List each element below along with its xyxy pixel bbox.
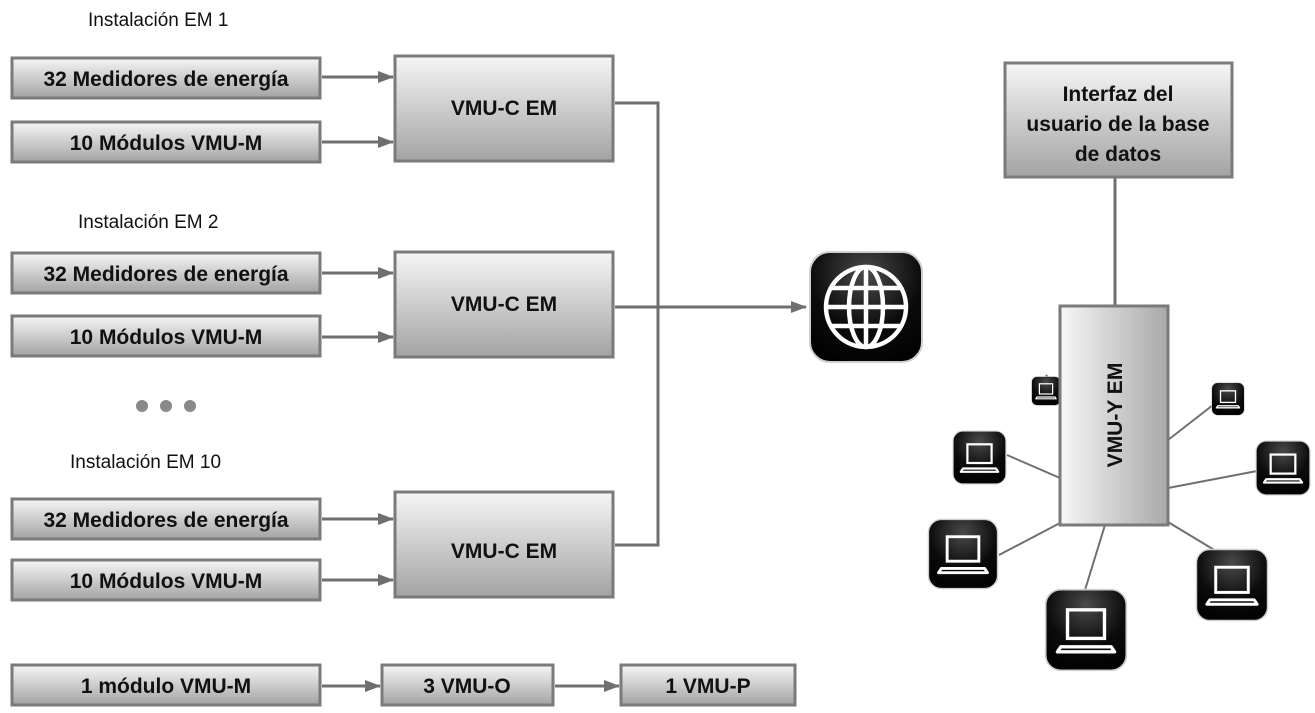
installation-title: Instalación EM 10 — [70, 452, 221, 473]
meters-box: 32 Medidores de energía — [10, 251, 322, 295]
laptop-icon — [1255, 440, 1311, 496]
chain-label: 1 módulo VMU-M — [81, 675, 251, 698]
globe-icon — [809, 251, 923, 363]
controller-label: VMU-C EM — [451, 97, 557, 120]
laptop-icon — [927, 518, 999, 590]
chain-label: 3 VMU-O — [423, 675, 511, 698]
controller-label: VMU-C EM — [451, 293, 557, 316]
modules-label: 10 Módulos VMU-M — [70, 570, 263, 593]
modules-box: 10 Módulos VMU-M — [10, 314, 322, 358]
laptop-icon — [1044, 588, 1128, 672]
controller-label: VMU-C EM — [451, 540, 557, 563]
meters-label: 32 Medidores de energía — [43, 68, 288, 91]
chain-box: 1 módulo VMU-M — [10, 663, 322, 707]
chain-box: 3 VMU-O — [380, 663, 555, 707]
modules-label: 10 Módulos VMU-M — [70, 326, 263, 349]
controller-box: VMU-C EM — [393, 54, 615, 163]
laptop-icon — [1031, 375, 1061, 407]
database-ui-line-2: usuario de la base — [1026, 113, 1209, 136]
modules-box: 10 Módulos VMU-M — [10, 120, 322, 164]
meters-box: 32 Medidores de energía — [10, 497, 322, 541]
server-box: VMU-Y EM — [1058, 304, 1170, 527]
bus-line — [615, 101, 660, 547]
server-label: VMU-Y EM — [1104, 363, 1127, 468]
controller-box: VMU-C EM — [393, 250, 615, 359]
laptop-icon — [952, 430, 1007, 485]
laptop-icon — [1195, 548, 1269, 622]
ellipsis — [136, 400, 196, 412]
database-ui-line-1: Interfaz del — [1063, 83, 1174, 106]
chain-label: 1 VMU-P — [665, 675, 750, 698]
controller-box: VMU-C EM — [393, 490, 615, 599]
chain-box: 1 VMU-P — [619, 663, 797, 707]
meters-label: 32 Medidores de energía — [43, 509, 288, 532]
installation-title: Instalación EM 1 — [88, 10, 228, 31]
database-ui-box: Interfaz del usuario de la base de datos — [1003, 61, 1234, 179]
modules-box: 10 Módulos VMU-M — [10, 558, 322, 602]
meters-box: 32 Medidores de energía — [10, 56, 322, 100]
meters-label: 32 Medidores de energía — [43, 263, 288, 286]
connectors — [322, 71, 1117, 692]
modules-label: 10 Módulos VMU-M — [70, 132, 263, 155]
database-ui-line-3: de datos — [1075, 143, 1161, 166]
installation-title: Instalación EM 2 — [78, 212, 218, 233]
laptop-icon — [1211, 382, 1245, 416]
